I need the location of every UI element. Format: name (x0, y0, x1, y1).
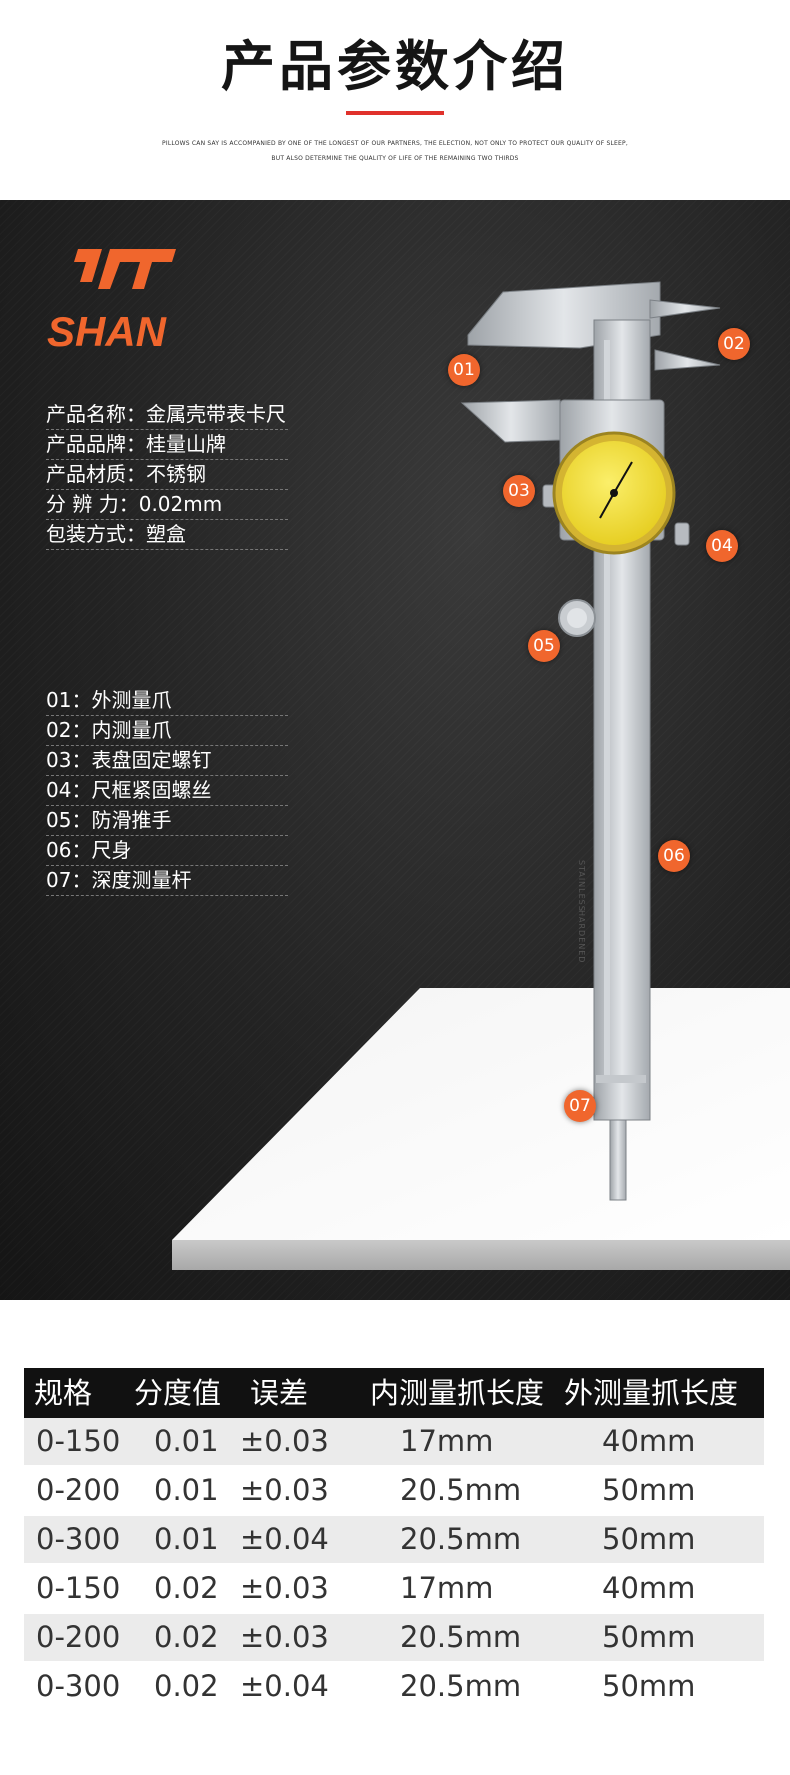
part-item: 05：防滑推手 (46, 806, 288, 836)
table-cell: ±0.03 (240, 1424, 329, 1458)
table-row: 0-200 0.01 ±0.03 20.5mm 50mm (24, 1467, 764, 1514)
table-cell: 0-300 (36, 1522, 121, 1556)
part-item: 04：尺框紧固螺丝 (46, 776, 288, 806)
part-item: 01：外测量爪 (46, 686, 288, 716)
table-cell: 17mm (400, 1571, 494, 1605)
table-row: 0-300 0.02 ±0.04 20.5mm 50mm (24, 1663, 764, 1710)
table-cell: 0-150 (36, 1571, 121, 1605)
table-cell: ±0.04 (240, 1522, 329, 1556)
callout-07: 07 (564, 1090, 596, 1122)
title-underline (346, 111, 444, 115)
spec-label: 包装方式： (46, 522, 146, 546)
part-item: 03：表盘固定螺钉 (46, 746, 288, 776)
table-cell: 40mm (602, 1424, 696, 1458)
caliper-illustration (460, 281, 721, 1201)
table-cell: 40mm (602, 1571, 696, 1605)
part-item: 07：深度测量杆 (46, 866, 288, 896)
callout-04: 04 (706, 530, 738, 562)
spec-value: 0.02mm (138, 492, 223, 516)
table-cell: 0-300 (36, 1669, 121, 1703)
spec-label: 产品名称： (46, 402, 146, 426)
table-row: 0-150 0.01 ±0.03 17mm 40mm (24, 1418, 764, 1465)
part-item: 06：尺身 (46, 836, 288, 866)
table-cell: 50mm (602, 1522, 696, 1556)
product-showcase: SHAN 产品名称：金属壳带表卡尺 产品品牌：桂量山牌 产品材质：不锈钢 分 辨… (0, 200, 790, 1300)
table-cell: 20.5mm (400, 1473, 522, 1507)
spec-value: 金属壳带表卡尺 (146, 402, 286, 426)
spec-value: 桂量山牌 (146, 432, 226, 456)
table-header: 规格 分度值 误差 内测量抓长度 外测量抓长度 (24, 1368, 764, 1418)
header-cell: 分度值 (134, 1376, 222, 1410)
header-cell: 规格 (34, 1376, 93, 1410)
spec-material: 产品材质：不锈钢 (46, 460, 288, 490)
callout-02: 02 (718, 328, 750, 360)
table-cell: 50mm (602, 1669, 696, 1703)
callout-06: 06 (658, 840, 690, 872)
spec-resolution: 分 辨 力：0.02mm (46, 490, 288, 520)
table-cell: 20.5mm (400, 1669, 522, 1703)
table-cell: ±0.03 (240, 1571, 329, 1605)
spec-label: 分 辨 力： (46, 492, 139, 516)
table-cell: 0.02 (154, 1620, 219, 1654)
table-cell: 50mm (602, 1620, 696, 1654)
subtitle-line-1: PILLOWS CAN SAY IS ACCOMPANIED BY ONE OF… (162, 140, 628, 147)
table-cell: ±0.03 (240, 1473, 329, 1507)
table-cell: 0.01 (154, 1522, 219, 1556)
spec-product-name: 产品名称：金属壳带表卡尺 (46, 400, 288, 430)
spec-value: 不锈钢 (146, 462, 206, 486)
shan-logo: SHAN (47, 249, 176, 354)
table-cell: 20.5mm (400, 1522, 522, 1556)
callout-01: 01 (448, 354, 480, 386)
table-cell: ±0.03 (240, 1620, 329, 1654)
table-cell: ±0.04 (240, 1669, 329, 1703)
subtitle-line-2: BUT ALSO DETERMINE THE QUALITY OF LIFE O… (271, 155, 519, 162)
table-row: 0-300 0.01 ±0.04 20.5mm 50mm (24, 1516, 764, 1563)
scale-engraving-2: HARDENED (577, 910, 586, 964)
logo-text: SHAN (47, 308, 168, 354)
spec-label: 产品品牌： (46, 432, 146, 456)
table-cell: 0-200 (36, 1473, 121, 1507)
table-cell: 0-150 (36, 1424, 121, 1458)
display-shelf (172, 281, 790, 1270)
table-row: 0-200 0.02 ±0.03 20.5mm 50mm (24, 1614, 764, 1661)
table-cell: 0.01 (154, 1473, 219, 1507)
table-cell: 0.01 (154, 1424, 219, 1458)
table-cell: 50mm (602, 1473, 696, 1507)
table-cell: 0.02 (154, 1571, 219, 1605)
header-section: 产品参数介绍 PILLOWS CAN SAY IS ACCOMPANIED BY… (0, 0, 790, 200)
callout-03: 03 (503, 475, 535, 507)
table-cell: 0.02 (154, 1669, 219, 1703)
table-cell: 17mm (400, 1424, 494, 1458)
spec-brand: 产品品牌：桂量山牌 (46, 430, 288, 460)
part-item: 02：内测量爪 (46, 716, 288, 746)
spec-value: 塑盒 (146, 522, 186, 546)
header-cell: 外测量抓长度 (564, 1376, 739, 1410)
page-title: 产品参数介绍 (221, 35, 569, 98)
table-row: 0-150 0.02 ±0.03 17mm 40mm (24, 1565, 764, 1612)
callout-05: 05 (528, 630, 560, 662)
table-cell: 0-200 (36, 1620, 121, 1654)
header-cell: 误差 (250, 1376, 309, 1410)
table-cell: 20.5mm (400, 1620, 522, 1654)
spec-packaging: 包装方式：塑盒 (46, 520, 288, 550)
header-cell: 内测量抓长度 (370, 1376, 545, 1410)
spec-label: 产品材质： (46, 462, 146, 486)
